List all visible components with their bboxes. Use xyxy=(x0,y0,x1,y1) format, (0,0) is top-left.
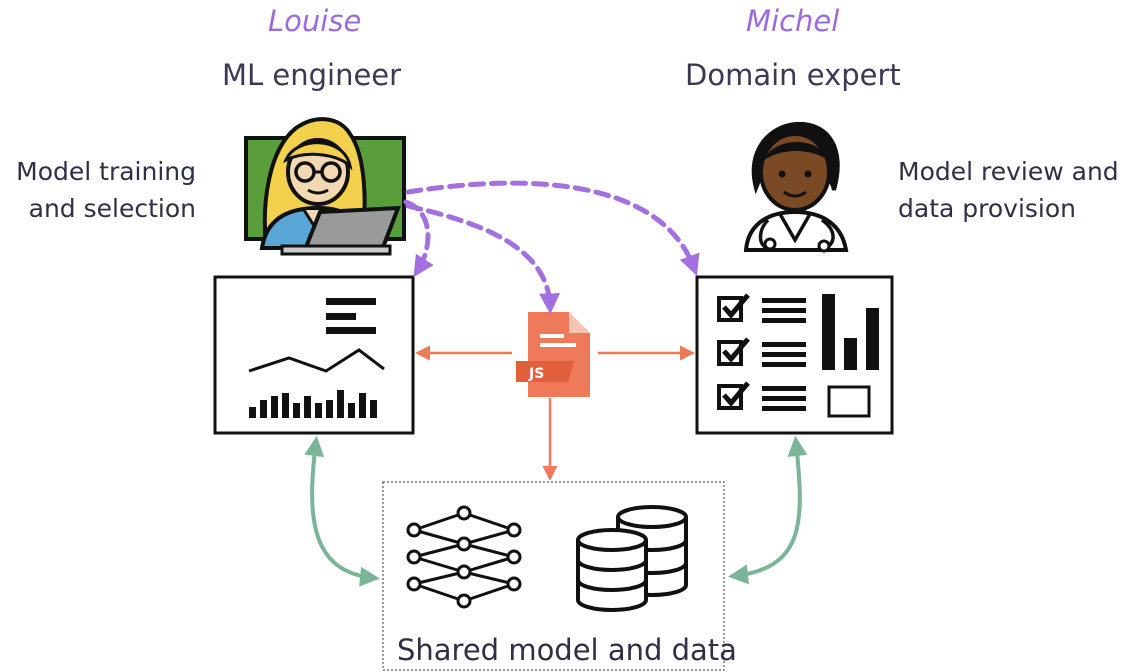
neural-network-icon xyxy=(406,505,522,609)
review-shared-sync-arrow xyxy=(728,436,808,585)
bar-chart-icon xyxy=(822,294,879,370)
shared-model-box xyxy=(382,481,725,671)
louise-description-1: Model training xyxy=(16,157,196,186)
training-shared-sync-arrow xyxy=(304,436,380,587)
line-chart-icon xyxy=(248,348,385,373)
louise-role: ML engineer xyxy=(222,58,402,92)
michel-role: Domain expert xyxy=(685,58,901,92)
js-file-label: JS xyxy=(528,366,544,382)
louise-to-js-arrow xyxy=(405,203,561,315)
review-dashboard-panel xyxy=(695,275,894,435)
louise-to-training-arrow xyxy=(403,199,434,278)
text-lines-icon xyxy=(326,298,376,334)
louise-to-review-arrow xyxy=(405,180,700,276)
louise-description-2: and selection xyxy=(28,194,196,223)
sync-arrows xyxy=(304,436,808,587)
louise-name: Louise xyxy=(268,4,362,38)
empty-box-icon xyxy=(827,385,871,418)
javascript-file-icon: JS xyxy=(516,312,590,397)
michel-description-1: Model review and xyxy=(898,157,1119,186)
bar-chart-icon xyxy=(249,390,377,418)
michel-name: Michel xyxy=(746,4,840,38)
louise-avatar-icon xyxy=(244,117,406,256)
shared-model-label: Shared model and data xyxy=(397,633,737,667)
louise-arrows xyxy=(403,180,700,315)
michel-avatar-icon xyxy=(743,121,849,253)
michel-description-2: data provision xyxy=(898,194,1077,223)
checklist-icon xyxy=(717,293,750,410)
js-distribution-arrows xyxy=(415,345,695,481)
training-dashboard-panel xyxy=(213,275,415,435)
database-icon xyxy=(576,505,688,612)
list-lines-icon xyxy=(762,298,806,411)
